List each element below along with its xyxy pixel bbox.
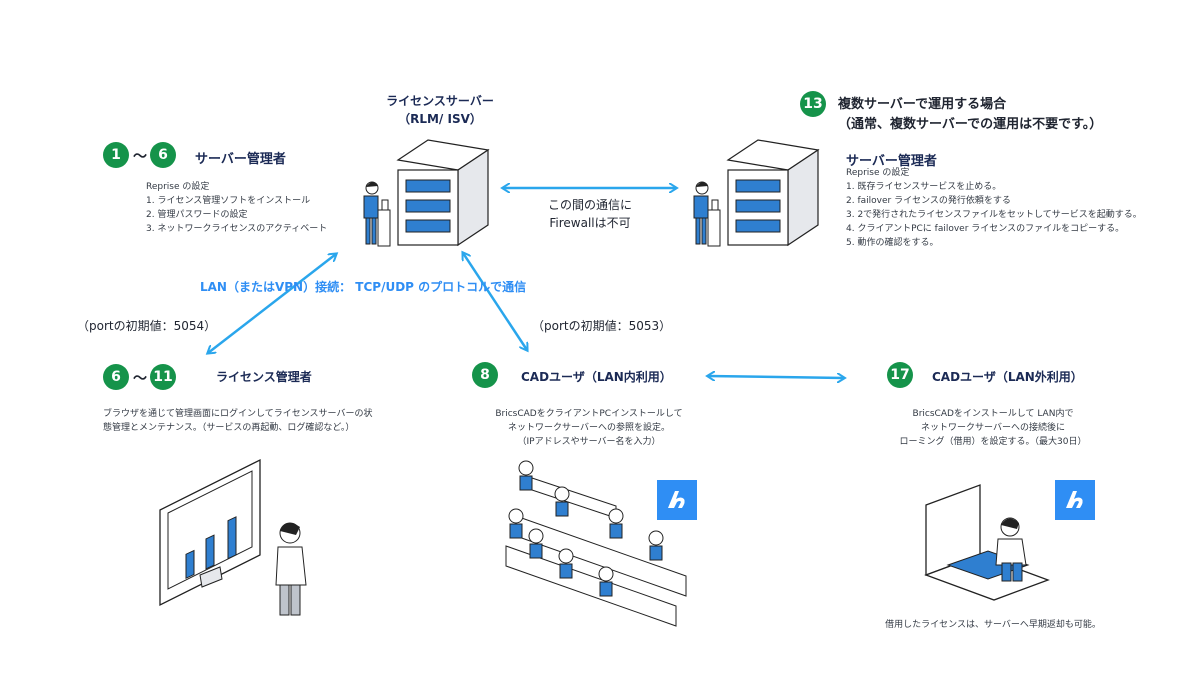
- laptop-user-illustration: [924, 484, 1050, 601]
- cad-lan-desc-line: （IPアドレスやサーバー名を入力）: [517, 437, 661, 447]
- server-title: ライセンスサーバー: [386, 94, 494, 108]
- arrow-cad-lan-to-cad-out: [708, 376, 844, 378]
- cad-lan-desc-line: BricsCADをクライアントPCインストールして: [495, 409, 683, 419]
- bricscad-logo-2: [1055, 480, 1095, 520]
- multi-step: 4. クライアントPCに failover ライセンスのファイルをコピーする。: [846, 224, 1125, 234]
- license-admin-desc-line: 態管理とメンテナンス。（サービスの再起動、ログ確認など。）: [103, 423, 355, 433]
- cad-out-desc: BricsCADをインストールして LAN内で ネットワークサーバーへの接続後に…: [858, 407, 1128, 449]
- multi-step: 3. 2で発行されたライセンスファイルをセットしてサービスを起動する。: [846, 210, 1142, 220]
- multi-server-steps: Reprise の設定 1. 既存ライセンスサービスを止める。 2. failo…: [846, 166, 1142, 250]
- bricscad-logo-icon: [1066, 491, 1083, 508]
- tilde-2: ～: [133, 371, 147, 387]
- admin-steps: Reprise の設定 1. ライセンス管理ソフトをインストール 2. 管理パス…: [146, 180, 327, 236]
- firewall-note-line1: この間の通信に: [547, 198, 632, 212]
- license-admin-title: ライセンス管理者: [216, 370, 312, 384]
- office-team-illustration: [505, 460, 687, 627]
- tilde: ～: [133, 149, 147, 165]
- port-left: （portの初期値：5054）: [77, 319, 217, 333]
- lan-note: LAN（またはVPN）接続： TCP/UDP のプロトコルで通信: [200, 280, 527, 294]
- admin-step: 1. ライセンス管理ソフトをインストール: [146, 196, 311, 206]
- cad-out-desc-line: BricsCADをインストールして LAN内で: [912, 409, 1074, 419]
- multi-admin-title: サーバー管理者: [846, 154, 937, 169]
- step-badge-8: 8: [472, 362, 498, 388]
- admin-step: 2. 管理パスワードの設定: [146, 210, 248, 220]
- bricscad-logo-icon: [668, 491, 685, 508]
- multi-step: 5. 動作の確認をする。: [846, 238, 939, 248]
- step-badge-13: 13: [800, 91, 826, 117]
- step-badge-end: 6: [150, 142, 176, 168]
- multi-server-title: 複数サーバーで運用する場合: [838, 97, 1007, 112]
- license-admin-desc-line: ブラウザを通じて管理画面にログインしてライセンスサーバーの状: [103, 409, 373, 419]
- step-badge-start-2: 6: [103, 364, 129, 390]
- multi-subtitle: Reprise の設定: [846, 168, 910, 178]
- admin-title: サーバー管理者: [195, 152, 286, 167]
- multi-server-note: （通常、複数サーバーでの運用は不要です。）: [838, 117, 1103, 132]
- cad-out-desc-line: ネットワークサーバーへの接続後に: [921, 423, 1065, 433]
- multi-step: 2. failover ライセンスの発行依頼をする: [846, 196, 1011, 206]
- cad-out-footer: 借用したライセンスは、サーバーへ早期返却も可能。: [885, 620, 1101, 630]
- admin-step: 3. ネットワークライセンスのアクティベート: [146, 224, 328, 234]
- cad-lan-desc: BricsCADをクライアントPCインストールして ネットワークサーバーへの参照…: [454, 407, 724, 449]
- server-subtitle: （RLM/ ISV）: [398, 112, 482, 126]
- arrow-server-to-cad-lan: [463, 253, 527, 350]
- port-right: （portの初期値：5053）: [532, 319, 672, 333]
- monitor-illustration: [159, 458, 307, 616]
- step-badge-start: 1: [103, 142, 129, 168]
- cad-lan-desc-line: ネットワークサーバーへの参照を設定。: [508, 423, 670, 433]
- firewall-note-line2: Firewallは不可: [549, 216, 631, 230]
- firewall-note: この間の通信に Firewallは不可: [530, 196, 650, 232]
- license-admin-desc: ブラウザを通じて管理画面にログインしてライセンスサーバーの状 態管理とメンテナン…: [103, 407, 372, 435]
- cad-lan-title: CADユーザ（LAN内利用）: [521, 370, 672, 384]
- arrow-server-to-license-admin: [208, 254, 336, 353]
- server-illustration: [363, 139, 490, 247]
- multi-step: 1. 既存ライセンスサービスを止める。: [846, 182, 1002, 192]
- cad-out-desc-line: ローミング（借用）を設定する。（最大30日）: [899, 437, 1087, 447]
- step-badge-end-2: 11: [150, 364, 176, 390]
- step-badge-17: 17: [887, 362, 913, 388]
- cad-out-title: CADユーザ（LAN外利用）: [932, 370, 1083, 384]
- bricscad-logo: [657, 480, 697, 520]
- admin-subtitle: Reprise の設定: [146, 182, 210, 192]
- secondary-server-illustration: [693, 139, 820, 247]
